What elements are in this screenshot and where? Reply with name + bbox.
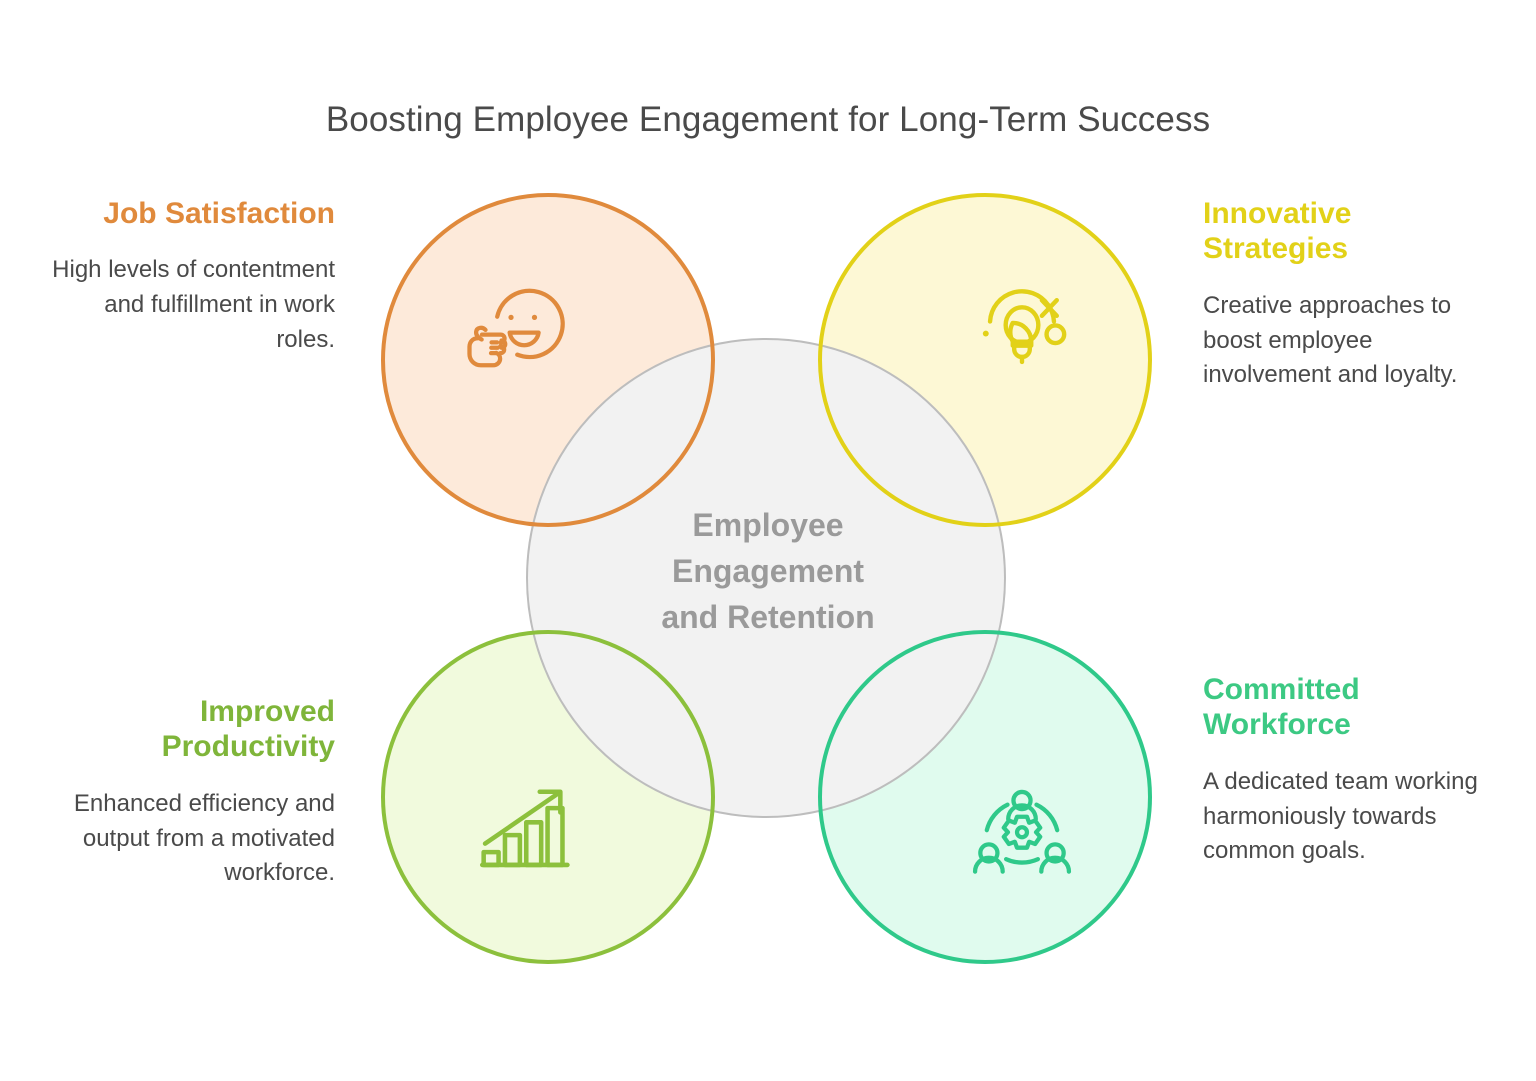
quadrant-text-innovative-strategies: Innovative Strategies Creative approache… xyxy=(1203,196,1493,393)
team-gear-icon xyxy=(972,789,1072,874)
quadrant-heading-improved-productivity: Improved Productivity xyxy=(161,695,335,764)
circle-stroke-job-satisfaction[interactable] xyxy=(381,193,715,527)
growth-bar-chart-icon xyxy=(479,789,570,868)
circle-stroke-innovative-strategies[interactable] xyxy=(818,193,1152,527)
quadrant-body-improved-productivity: Enhanced efficiency and output from a mo… xyxy=(73,789,335,887)
quadrant-body-job-satisfaction: High levels of contentment and fulfillme… xyxy=(52,256,335,353)
quadrant-heading-innovative-strategies: Innovative Strategies xyxy=(1203,197,1352,266)
quadrant-text-committed-workforce: Committed Workforce A dedicated team wor… xyxy=(1203,672,1493,869)
page-title: Boosting Employee Engagement for Long-Te… xyxy=(325,100,1211,139)
quadrant-text-improved-productivity: Improved Productivity Enhanced efficienc… xyxy=(45,694,335,891)
center-circle-fill xyxy=(528,340,1004,816)
smiley-thumbs-up-icon xyxy=(467,288,565,368)
circle-stroke-committed-workforce[interactable] xyxy=(818,630,1152,964)
quadrant-heading-job-satisfaction: Job Satisfaction xyxy=(103,197,335,230)
quadrant-body-committed-workforce: A dedicated team working harmoniously to… xyxy=(1203,767,1478,865)
circle-stroke-improved-productivity[interactable] xyxy=(381,630,715,964)
quadrant-body-innovative-strategies: Creative approaches to boost employee in… xyxy=(1203,291,1458,389)
lightbulb-idea-icon xyxy=(982,289,1067,365)
quadrant-heading-committed-workforce: Committed Workforce xyxy=(1203,673,1360,742)
quadrant-text-job-satisfaction: Job Satisfaction High levels of contentm… xyxy=(45,196,335,358)
